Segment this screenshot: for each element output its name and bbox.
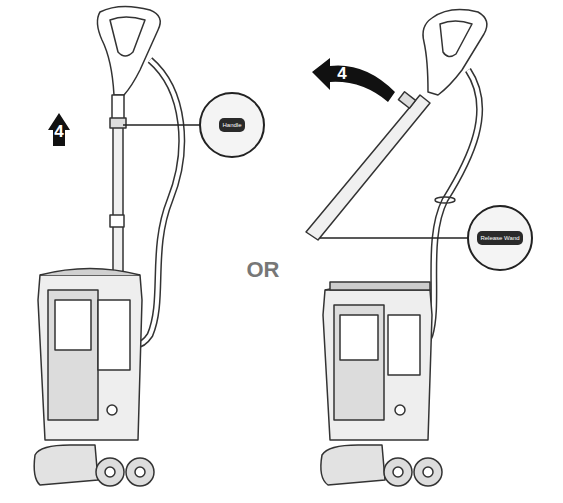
button-label: Release Wand xyxy=(477,231,522,246)
inset-circle: Handle xyxy=(199,92,265,158)
button-label: Handle xyxy=(219,118,244,133)
callout-number: 4 xyxy=(337,64,346,84)
inset-circle: Release Wand xyxy=(467,205,533,271)
curved-arrow xyxy=(312,58,395,102)
up-arrow xyxy=(48,113,70,146)
or-label: OR xyxy=(247,257,280,283)
callout-number: 4 xyxy=(54,122,63,142)
